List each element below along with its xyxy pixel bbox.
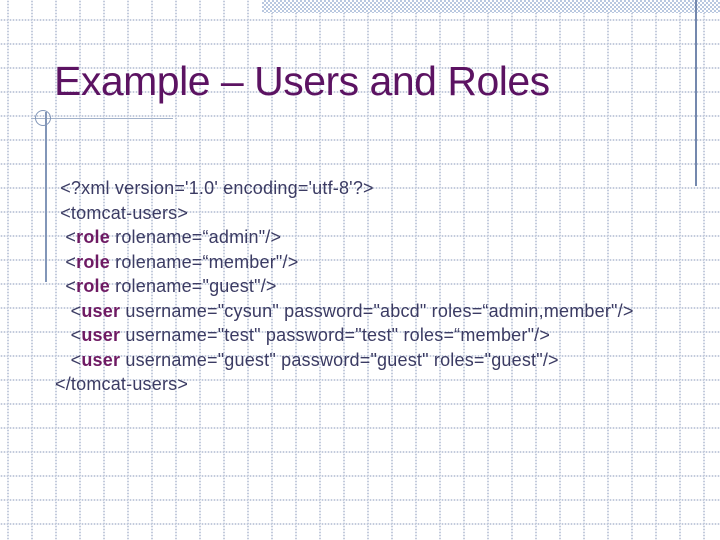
right-accent-line — [695, 0, 697, 186]
xml-tag-name: role — [76, 227, 110, 247]
code-line: <role rolename=“member"/> — [55, 251, 299, 272]
code-line: <user username="cysun" password="abcd" r… — [55, 300, 634, 321]
code-line: <tomcat-users> — [55, 202, 189, 223]
xml-tag-name: user — [81, 349, 121, 370]
code-line: </tomcat-users> — [55, 374, 189, 394]
xml-tag-name: user — [81, 300, 121, 321]
code-line: <user username="guest" password="guest" … — [55, 349, 559, 370]
ornament-circle-icon — [35, 110, 51, 126]
ornament-horizontal-line — [31, 118, 173, 119]
xml-tag-name: user — [81, 325, 121, 345]
slide-title: Example – Users and Roles — [54, 58, 550, 104]
ornament-vertical-line — [45, 112, 47, 282]
code-line: <user username="test" password="test" ro… — [55, 325, 551, 345]
code-line: <role rolename=“admin"/> — [55, 227, 282, 247]
code-line: <role rolename="guest"/> — [55, 276, 277, 296]
xml-tag-name: role — [76, 251, 110, 272]
xml-code-block: <?xml version='1.0' encoding='utf-8'?> <… — [55, 176, 634, 397]
code-line: <?xml version='1.0' encoding='utf-8'?> — [55, 178, 374, 198]
xml-tag-name: role — [76, 276, 110, 296]
top-checker-band — [262, 0, 720, 13]
